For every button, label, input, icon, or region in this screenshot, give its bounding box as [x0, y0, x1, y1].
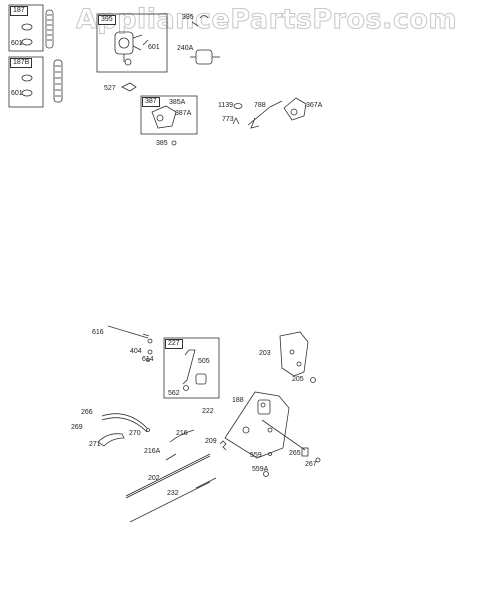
box-187: [8, 4, 44, 52]
label-385a: 385A: [169, 99, 186, 106]
label-788: 788: [254, 102, 266, 109]
hose-187: [45, 9, 54, 49]
label-232: 232: [167, 490, 179, 497]
spring-773: [232, 117, 240, 125]
screw-270: [146, 428, 150, 432]
spring-209: [219, 440, 227, 451]
label-1139: 1139: [218, 102, 234, 109]
lever-227: [182, 349, 196, 385]
label-387a: 387A: [175, 110, 192, 117]
label-266: 266: [81, 409, 93, 416]
label-614: 614: [142, 356, 154, 363]
box-187b: [8, 56, 44, 108]
label-385: 385: [156, 140, 168, 147]
label-367a: 367A: [306, 102, 323, 109]
label-559: 559: [250, 452, 262, 459]
label-559a: 559A: [252, 466, 269, 473]
label-404: 404: [130, 348, 142, 355]
governor-367a: [283, 97, 307, 121]
label-216a: 216A: [144, 448, 161, 455]
label-505: 505: [198, 358, 210, 365]
label-227: 227: [165, 339, 183, 349]
label-562: 562: [168, 390, 180, 397]
box-387: [140, 95, 198, 135]
fuel-filter: [195, 49, 213, 65]
washer-1139: [233, 103, 243, 109]
label-527: 527: [104, 85, 116, 92]
clamp-601-b: [21, 74, 33, 82]
nut-559a: [263, 471, 269, 477]
label-222: 222: [202, 408, 214, 415]
label-601-b: 601: [11, 90, 23, 97]
label-395: 395: [182, 14, 194, 21]
cable-266: [101, 413, 148, 429]
link-216a: [165, 453, 177, 461]
label-209: 209: [205, 438, 217, 445]
label-203: 203: [259, 350, 271, 357]
label-187b: 187B: [10, 58, 33, 68]
label-387: 387: [142, 97, 160, 107]
label-205: 205: [292, 376, 304, 383]
label-187: 187: [10, 6, 28, 16]
screw-559: [268, 452, 272, 456]
watermark: AppliancePartsPros.com: [75, 4, 458, 36]
box-395: [96, 13, 168, 73]
control-plate-188: [224, 391, 290, 459]
clamp-601-a: [21, 23, 33, 31]
label-773: 773: [222, 116, 234, 123]
clip-265: [301, 447, 309, 457]
label-265: 265: [289, 450, 301, 457]
choke-387: [151, 105, 177, 129]
link-788: [247, 100, 283, 129]
screw-267: [315, 457, 321, 463]
label-216: 216: [176, 430, 188, 437]
bracket-203: [279, 331, 309, 377]
label-188: 188: [232, 397, 244, 404]
label-395-box: 395: [98, 15, 116, 25]
box-227: [163, 337, 220, 399]
label-202: 202: [148, 475, 160, 482]
label-271: 271: [89, 441, 101, 448]
bracket-527: [121, 82, 137, 92]
label-616: 616: [92, 329, 104, 336]
label-601-a: 601: [11, 40, 23, 47]
fuel-pump: [114, 31, 134, 55]
label-269: 269: [71, 424, 83, 431]
label-267: 267: [305, 461, 317, 468]
link-216: [169, 429, 195, 443]
label-601-c: 601: [148, 44, 160, 51]
lever-271: [97, 433, 125, 447]
label-270: 270: [129, 430, 141, 437]
label-240a: 240A: [177, 45, 194, 52]
rod-202: [125, 453, 211, 497]
rod-616: [107, 325, 150, 339]
hose-187b: [53, 59, 63, 103]
rod-232: [129, 481, 211, 523]
